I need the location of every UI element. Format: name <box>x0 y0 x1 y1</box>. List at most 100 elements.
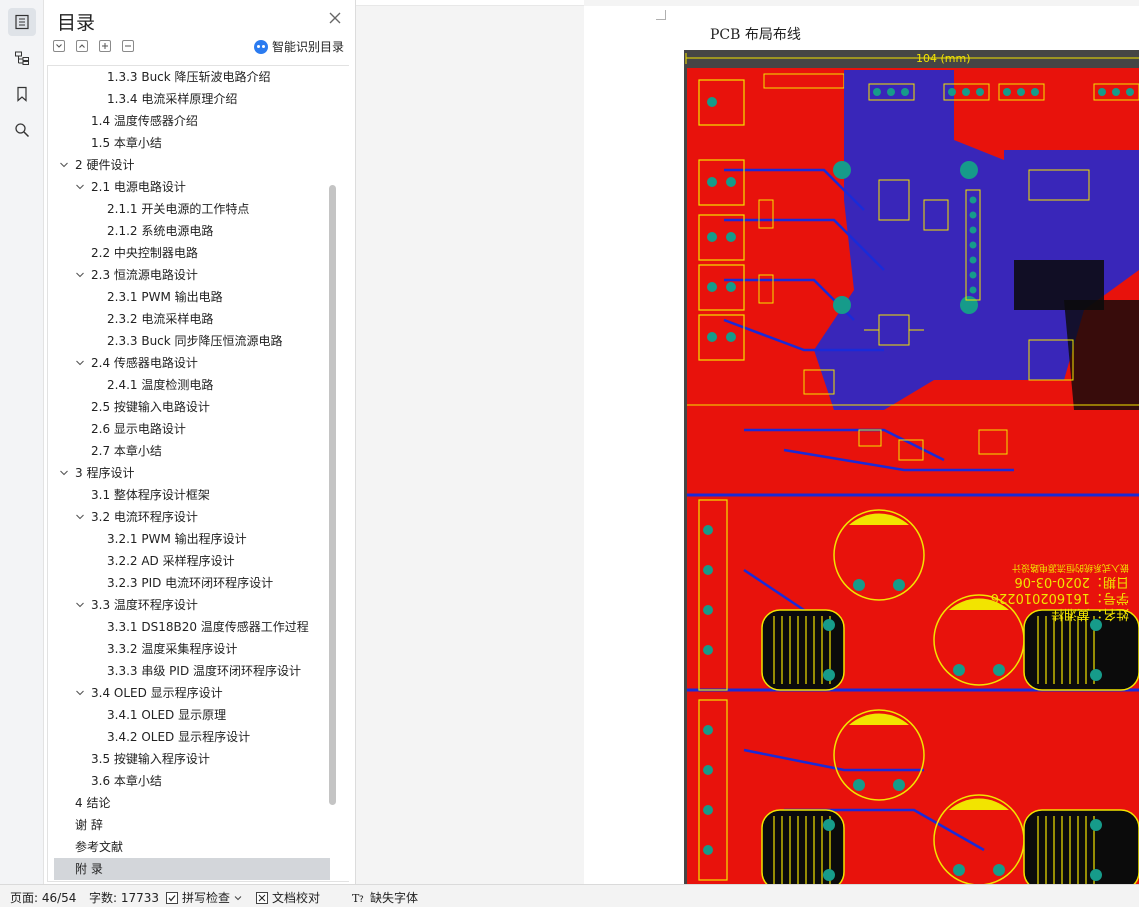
toc-item[interactable]: 2.1.2 系统电源电路 <box>48 220 330 242</box>
toc-title: 目录 <box>57 12 96 34</box>
doc-proof-button[interactable]: 文档校对 <box>256 889 320 906</box>
pcb-silk-id: 学号：1616020102​26 <box>991 590 1129 606</box>
toc-item-label: 参考文献 <box>75 840 124 854</box>
expand-all-icon[interactable] <box>76 40 88 52</box>
toc-item[interactable]: 1.4 温度传感器介绍 <box>48 110 330 132</box>
toc-item[interactable]: 3.4.2 OLED 显示程序设计 <box>48 726 330 748</box>
toc-item-label: 1.4 温度传感器介绍 <box>91 114 198 128</box>
chevron-down-icon[interactable] <box>59 154 71 176</box>
chevron-down-icon[interactable] <box>75 682 87 704</box>
svg-text:T: T <box>352 892 360 904</box>
chevron-down-icon[interactable] <box>75 176 87 198</box>
toc-item[interactable]: 2.7 本章小结 <box>48 440 330 462</box>
toc-item-label: 3 程序设计 <box>75 466 135 480</box>
toc-item-label: 3.3.2 温度采集程序设计 <box>107 642 238 656</box>
chevron-down-icon[interactable] <box>75 352 87 374</box>
toc-item[interactable]: 3.2.3 PID 电流环闭环程序设计 <box>48 572 330 594</box>
toc-item-label: 2.3.1 PWM 输出电路 <box>107 290 223 304</box>
toc-item-label: 2.3.2 电流采样电路 <box>107 312 214 326</box>
missing-fonts-button[interactable]: T? 缺失字体 <box>352 891 419 905</box>
toc-item[interactable]: 2.6 显示电路设计 <box>48 418 330 440</box>
toc-item[interactable]: 3.3.2 温度采集程序设计 <box>48 638 330 660</box>
word-count[interactable]: 字数: 17733 <box>89 891 160 905</box>
toc-item-label: 2.4.1 温度检测电路 <box>107 378 214 392</box>
toc-item[interactable]: 谢 辞 <box>48 814 330 836</box>
toc-item[interactable]: 参考文献 <box>48 836 330 858</box>
toc-item[interactable]: 2.4 传感器电路设计 <box>48 352 330 374</box>
toc-item[interactable]: 3 程序设计 <box>48 462 330 484</box>
toc-item[interactable]: 2.3 恒流源电路设计 <box>48 264 330 286</box>
pcb-silk-header: 嵌入式系统的恒流源电路设计 <box>1012 562 1129 574</box>
margin-corner-mark <box>656 10 666 20</box>
toc-item-label: 1.5 本章小结 <box>91 136 162 150</box>
chevron-down-icon[interactable] <box>75 594 87 616</box>
spell-check-button[interactable]: 拼写检查 <box>166 889 242 906</box>
toc-item-label: 3.2 电流环程序设计 <box>91 510 198 524</box>
toc-item[interactable]: 2.1.1 开关电源的工作特点 <box>48 198 330 220</box>
toc-icon[interactable] <box>8 8 36 36</box>
toc-item-label: 2.1 电源电路设计 <box>91 180 186 194</box>
toc-item-label: 3.3.3 串级 PID 温度环闭环程序设计 <box>107 664 301 678</box>
toc-item[interactable]: 4 结论 <box>48 792 330 814</box>
page-indicator[interactable]: 页面: 46/54 <box>10 891 77 905</box>
smart-toc-label: 智能识别目录 <box>272 40 345 54</box>
toc-item-label: 3.3 温度环程序设计 <box>91 598 198 612</box>
toc-item-label: 2.4 传感器电路设计 <box>91 356 198 370</box>
toc-item-label: 2 硬件设计 <box>75 158 135 172</box>
toc-item[interactable]: 3.2 电流环程序设计 <box>48 506 330 528</box>
toc-item-label: 3.1 整体程序设计框架 <box>91 488 210 502</box>
toc-item[interactable]: 2.5 按键输入电路设计 <box>48 396 330 418</box>
chevron-down-icon[interactable] <box>75 264 87 286</box>
toc-item[interactable]: 3.3.1 DS18B20 温度传感器工作过程 <box>48 616 330 638</box>
pcb-layout-image: 104 (mm) <box>684 50 1139 884</box>
toc-item[interactable]: 2.3.1 PWM 输出电路 <box>48 286 330 308</box>
add-heading-icon[interactable] <box>99 40 111 52</box>
toc-item[interactable]: 2 硬件设计 <box>48 154 330 176</box>
navigation-icon[interactable] <box>8 44 36 72</box>
figure-caption: PCB 布局布线 <box>710 27 801 43</box>
toc-item-label: 2.7 本章小结 <box>91 444 162 458</box>
toc-item-label: 4 结论 <box>75 796 111 810</box>
toc-item-label: 附 录 <box>75 862 103 876</box>
toc-item-label: 3.5 按键输入程序设计 <box>91 752 210 766</box>
toc-item[interactable]: 3.4.1 OLED 显示原理 <box>48 704 330 726</box>
toc-item-label: 3.4.1 OLED 显示原理 <box>107 708 227 722</box>
toc-item[interactable]: 3.3 温度环程序设计 <box>48 594 330 616</box>
toc-item[interactable]: 2.3.2 电流采样电路 <box>48 308 330 330</box>
smart-toc-button[interactable]: 智能识别目录 <box>254 38 344 55</box>
chevron-down-icon[interactable] <box>75 506 87 528</box>
toc-item-label: 谢 辞 <box>75 818 103 832</box>
remove-heading-icon[interactable] <box>122 40 134 52</box>
pcb-silk-name: 姓名：黄湘桂 <box>1051 606 1129 622</box>
toc-item[interactable]: 2.4.1 温度检测电路 <box>48 374 330 396</box>
collapse-all-icon[interactable] <box>53 40 65 52</box>
toc-scrollbar[interactable] <box>329 185 336 805</box>
toc-item[interactable]: 3.3.3 串级 PID 温度环闭环程序设计 <box>48 660 330 682</box>
toc-item[interactable]: 2.2 中央控制器电路 <box>48 242 330 264</box>
toc-item[interactable]: 3.1 整体程序设计框架 <box>48 484 330 506</box>
chevron-down-icon[interactable] <box>59 462 71 484</box>
toc-item-label: 2.3.3 Buck 同步降压恒流源电路 <box>107 334 283 348</box>
close-icon[interactable] <box>328 10 344 26</box>
pcb-drawing: 104 (mm) <box>685 52 1139 884</box>
toc-item[interactable]: 3.5 按键输入程序设计 <box>48 748 330 770</box>
toc-item[interactable]: 1.3.3 Buck 降压斩波电路介绍 <box>48 66 330 88</box>
toc-item-label: 2.1.2 系统电源电路 <box>107 224 214 238</box>
toc-item[interactable]: 2.3.3 Buck 同步降压恒流源电路 <box>48 330 330 352</box>
pcb-silk-date: 日期：2020-03-06 <box>1014 574 1129 589</box>
toc-item-label: 2.5 按键输入电路设计 <box>91 400 210 414</box>
robot-icon <box>254 39 268 54</box>
toc-item[interactable]: 3.2.2 AD 采样程序设计 <box>48 550 330 572</box>
bookmark-icon[interactable] <box>8 80 36 108</box>
toc-item[interactable]: 附 录 <box>54 858 330 880</box>
toc-item[interactable]: 2.1 电源电路设计 <box>48 176 330 198</box>
toc-item[interactable]: 3.4 OLED 显示程序设计 <box>48 682 330 704</box>
toc-item[interactable]: 3.2.1 PWM 输出程序设计 <box>48 528 330 550</box>
search-icon[interactable] <box>8 116 36 144</box>
toc-item[interactable]: 1.3.4 电流采样原理介绍 <box>48 88 330 110</box>
toc-item[interactable]: 3.6 本章小结 <box>48 770 330 792</box>
proof-icon <box>256 891 268 904</box>
toc-item[interactable]: 1.5 本章小结 <box>48 132 330 154</box>
